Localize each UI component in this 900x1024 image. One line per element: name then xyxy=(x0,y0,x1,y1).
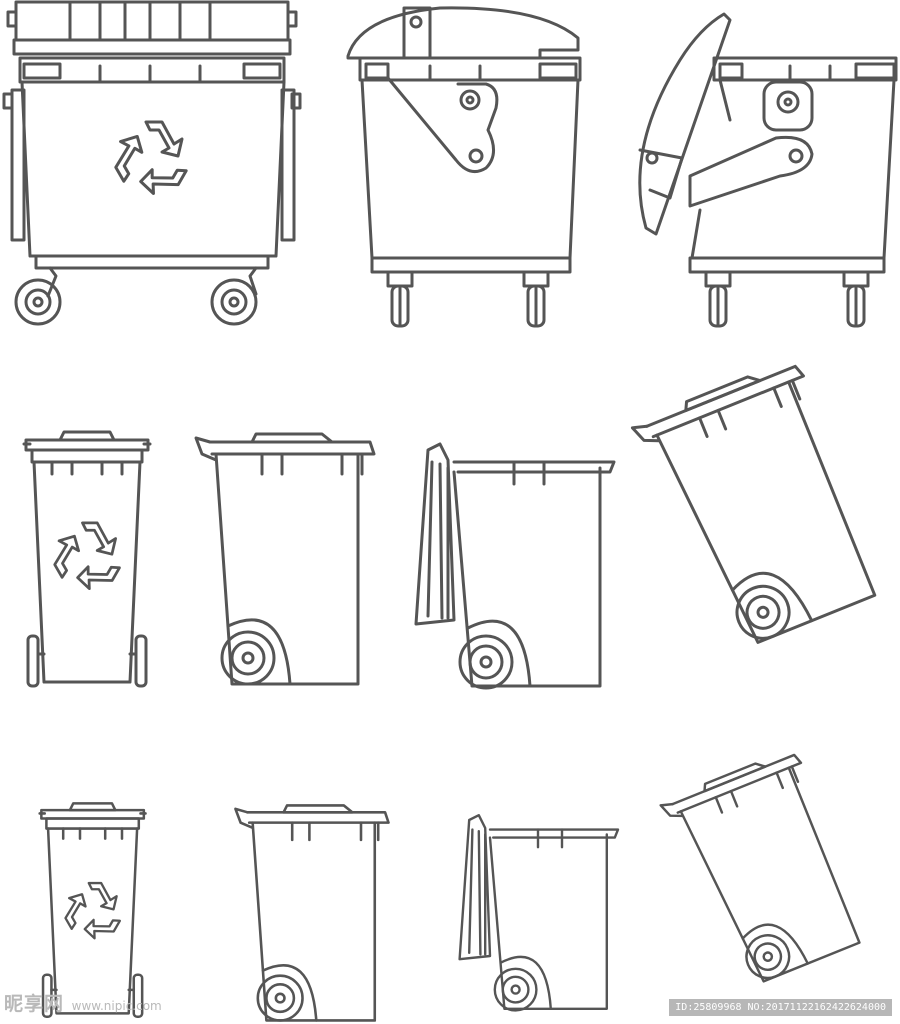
watermark-id: ID:25809968 NO:20171122162422624000 xyxy=(669,999,892,1016)
recycle-icon xyxy=(104,120,188,204)
large-container-side-open xyxy=(638,12,898,328)
watermark-url: www.nipic.com xyxy=(71,999,162,1013)
wheelie-bin-side xyxy=(194,432,376,686)
recycle-icon xyxy=(44,521,121,598)
watermark-brand-name: 昵享网 xyxy=(4,993,65,1015)
wheelie-bin-lid-open xyxy=(414,442,616,690)
wheelie-bin-side xyxy=(234,804,390,1022)
large-container-side-closed xyxy=(346,6,582,328)
recycle-icon xyxy=(56,881,122,947)
watermark-brand: 昵享网 www.nipic.com xyxy=(4,989,162,1016)
wheelie-bin-front xyxy=(38,802,147,1018)
wheelie-bin-lid-open xyxy=(458,814,620,1012)
wheelie-bin-front xyxy=(22,430,152,688)
wheelie-bin-tilted xyxy=(629,355,892,658)
wheelie-bin-tilted xyxy=(658,746,873,994)
large-container-front xyxy=(2,0,302,326)
